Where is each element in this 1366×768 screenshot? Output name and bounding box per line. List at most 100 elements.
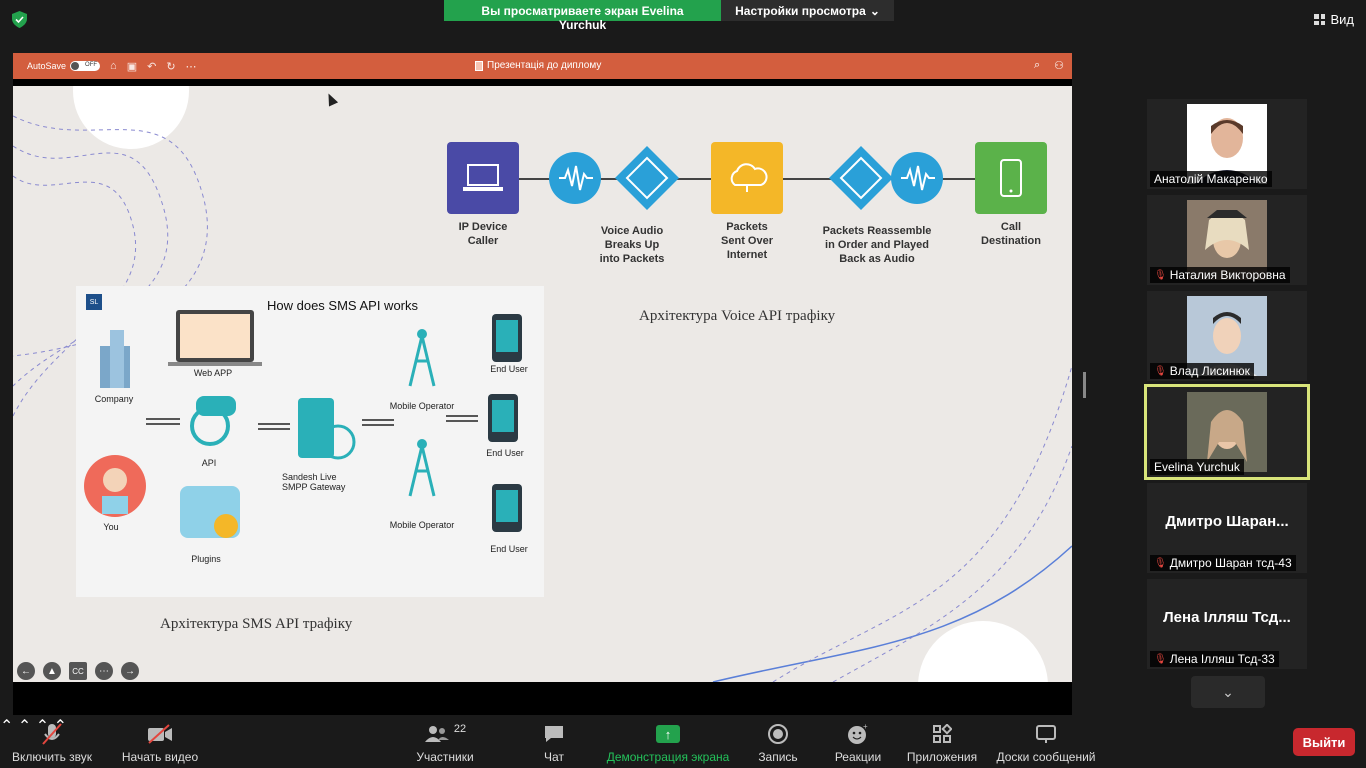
voice-step-ip-device: IP Device Caller: [447, 142, 519, 248]
participant-display-name: Дмитро Шаран...: [1165, 513, 1289, 530]
record-label: Запись: [758, 750, 798, 764]
participant-name-text: Лена Ілляш Тсд-33: [1169, 652, 1275, 666]
avatar: [1187, 296, 1267, 376]
audio-wave-icon: [891, 152, 943, 204]
chat-icon: [545, 726, 563, 742]
participant-name: Анатолій Макаренко: [1150, 171, 1272, 187]
slideshow-controls: ← ▲ CC ⋯ →: [17, 662, 139, 680]
participant-name: Evelina Yurchuk: [1150, 459, 1244, 475]
presentation-slide: IP Device Caller Voice Audio Breaks Up i…: [13, 86, 1072, 682]
participant-name: 🎙Дмитро Шаран тсд-43: [1150, 555, 1296, 571]
next-slide-icon[interactable]: →: [121, 662, 139, 680]
reactions-label: Реакции: [834, 750, 882, 764]
view-settings-label: Настройки просмотра: [735, 3, 866, 18]
captions-button[interactable]: CC: [69, 662, 87, 680]
view-button[interactable]: Вид: [1314, 12, 1354, 27]
home-icon[interactable]: ⌂: [110, 60, 117, 72]
participant-display-name: Лена Ілляш Тсд...: [1163, 609, 1291, 626]
participant-name: 🎙Наталия Викторовна: [1150, 267, 1290, 283]
plugins-label: Plugins: [191, 554, 221, 564]
more-icon[interactable]: ⋯: [185, 60, 197, 73]
participant-name-text: Влад Лисинюк: [1169, 364, 1250, 378]
participant-tile[interactable]: Дмитро Шаран... 🎙Дмитро Шаран тсд-43: [1147, 483, 1307, 573]
mobile-operator-label: Mobile Operator: [389, 520, 455, 530]
apps-icon: [933, 724, 952, 743]
start-video-label: Начать видео: [121, 750, 199, 764]
panel-splitter[interactable]: [1083, 372, 1086, 398]
gallery-scroll-down-button[interactable]: ⌄: [1191, 676, 1265, 708]
audio-wave-icon: [549, 152, 601, 204]
view-button-label: Вид: [1330, 12, 1354, 27]
voice-step-breaks-up: Voice Audio Breaks Up into Packets: [577, 218, 687, 266]
video-options-caret[interactable]: ⌃: [17, 718, 32, 735]
previous-slide-icon[interactable]: ←: [17, 662, 35, 680]
voice-step-label: Packets Reassemble in Order and Played B…: [822, 225, 932, 265]
powerpoint-titlebar: AutoSave OFF ⌂ ▣ ↶ ↻ ⋯ Презентація до ди…: [13, 53, 1072, 79]
slide-decoration: [13, 86, 1072, 682]
save-icon[interactable]: ▣: [126, 60, 138, 73]
share-people-icon[interactable]: ⚇: [1054, 60, 1064, 72]
puzzle-icon: [615, 146, 679, 210]
security-shield-icon[interactable]: [12, 11, 27, 28]
phone-icon: [975, 142, 1047, 214]
meeting-toolbar: Включить звук ⌃ Начать видео ⌃ 22 Участн…: [0, 716, 1366, 768]
puzzle-icon: [829, 146, 893, 210]
reactions-button[interactable]: + Реакции: [830, 722, 886, 764]
unmute-button[interactable]: Включить звук: [10, 722, 94, 764]
unmute-label: Включить звук: [11, 750, 93, 764]
voice-step-destination: Call Destination: [975, 142, 1047, 248]
chat-button[interactable]: Чат: [532, 722, 576, 764]
participant-tile[interactable]: Лена Ілляш Тсд... 🎙Лена Ілляш Тсд-33: [1147, 579, 1307, 669]
sandesh-logo-icon: SL: [86, 294, 102, 310]
document-icon: [475, 60, 483, 71]
share-screen-icon: ↑: [656, 725, 680, 743]
voice-step-label: IP Device Caller: [458, 221, 508, 247]
sms-diagram-graphics: [84, 310, 522, 538]
voice-caption: Архітектура Voice API трафіку: [639, 308, 836, 324]
more-options-icon[interactable]: ⋯: [95, 662, 113, 680]
apps-label: Приложения: [906, 750, 978, 764]
participants-options-caret[interactable]: ⌃: [35, 718, 50, 735]
gateway-label: Sandesh Live SMPP Gateway: [282, 472, 346, 492]
participant-name-text: Дмитро Шаран тсд-43: [1169, 556, 1292, 570]
end-user-label: End User: [490, 544, 528, 554]
record-button[interactable]: Запись: [752, 722, 804, 764]
end-user-label: End User: [490, 364, 528, 374]
participants-button[interactable]: 22 Участники: [410, 722, 480, 764]
participant-tile[interactable]: 🎙Влад Лисинюк: [1147, 291, 1307, 381]
participants-label: Участники: [416, 750, 474, 764]
autosave-label: AutoSave: [27, 61, 67, 71]
search-icon[interactable]: ⌕: [1033, 59, 1041, 71]
participant-tile-active-speaker[interactable]: Evelina Yurchuk: [1144, 384, 1310, 480]
participant-tile[interactable]: 🎙Наталия Викторовна: [1147, 195, 1307, 285]
participant-name-text: Evelina Yurchuk: [1154, 460, 1240, 474]
redo-icon[interactable]: ↻: [166, 60, 176, 73]
audio-options-caret[interactable]: ⌃: [0, 718, 14, 735]
autosave-toggle[interactable]: OFF: [70, 61, 101, 71]
pen-icon[interactable]: ▲: [43, 662, 61, 680]
participant-tile[interactable]: Анатолій Макаренко: [1147, 99, 1307, 189]
cloud-icon: [711, 142, 783, 214]
grid-icon: [1314, 14, 1326, 25]
muted-mic-icon: 🎙: [1154, 365, 1167, 377]
voice-api-diagram: IP Device Caller Voice Audio Breaks Up i…: [447, 142, 1047, 272]
view-settings-button[interactable]: Настройки просмотра⌄: [721, 0, 894, 21]
participant-name-text: Анатолій Макаренко: [1154, 172, 1268, 186]
sms-title: How does SMS API works: [267, 298, 418, 313]
screen-share-banner: Вы просматриваете экран Evelina Yurchuk …: [444, 0, 894, 32]
whiteboards-button[interactable]: Доски сообщений: [992, 722, 1100, 764]
avatar: [1187, 200, 1267, 280]
start-video-button[interactable]: Начать видео: [120, 722, 200, 764]
chat-label: Чат: [544, 750, 564, 764]
voice-step-internet: Packets Sent Over Internet: [711, 142, 783, 262]
chat-options-caret[interactable]: ⌃: [53, 718, 67, 735]
autosave-control[interactable]: AutoSave OFF: [27, 61, 101, 71]
share-screen-button[interactable]: ↑ Демонстрация экрана: [604, 722, 732, 764]
leave-meeting-button[interactable]: Выйти: [1293, 728, 1355, 756]
voice-step-label: Packets Sent Over Internet: [721, 221, 773, 261]
apps-button[interactable]: Приложения: [902, 722, 982, 764]
document-title: Презентація до диплому: [475, 60, 601, 71]
undo-icon[interactable]: ↶: [147, 60, 157, 73]
participant-name: 🎙Лена Ілляш Тсд-33: [1150, 651, 1279, 667]
participants-gallery: Анатолій Макаренко 🎙Наталия Викторовна 🎙…: [1144, 99, 1310, 675]
